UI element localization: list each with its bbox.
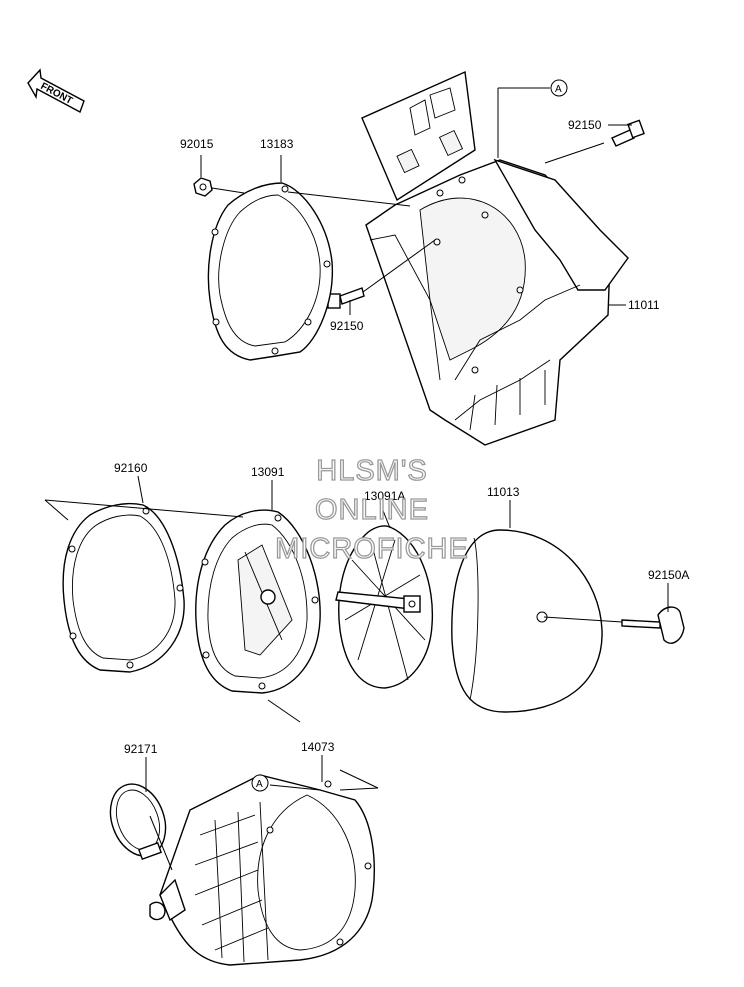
label-11011: 11011 <box>628 298 660 312</box>
label-92150A: 92150A <box>648 568 689 582</box>
bolt-92150-top <box>611 119 645 147</box>
watermark-line-3: MICROFICHE <box>275 533 469 565</box>
wing-bolt-92150A <box>621 606 685 644</box>
label-92171: 92171 <box>124 742 158 756</box>
label-92150-middle: 92150 <box>330 319 364 333</box>
label-92150-top: 92150 <box>568 118 602 132</box>
front-arrow-icon: FRONT <box>27 68 85 113</box>
label-11013: 11013 <box>487 485 520 499</box>
svg-text:A: A <box>256 779 263 790</box>
gasket-92160 <box>62 502 185 673</box>
gasket-13183 <box>207 182 334 361</box>
svg-text:A: A <box>555 84 562 95</box>
callout-a-bottom: A <box>251 774 269 792</box>
air-filter-element-11013 <box>451 529 603 713</box>
watermark-line-1: HLSM'S <box>316 455 427 487</box>
element-frame-13091A <box>335 525 434 689</box>
label-92160: 92160 <box>114 461 148 475</box>
watermark: HLSM'S ONLINE MICROFICHE <box>275 454 469 565</box>
label-13091A: 13091A <box>364 489 405 503</box>
callout-a-top: A <box>550 79 568 97</box>
element-holder-13091 <box>195 509 321 694</box>
leader-lines <box>44 87 669 871</box>
watermark-line-2: ONLINE <box>315 494 429 526</box>
bolt-92150-middle <box>327 287 365 309</box>
label-13091: 13091 <box>251 465 285 479</box>
label-14073: 14073 <box>301 740 335 754</box>
air-cleaner-housing <box>361 70 629 446</box>
band-92171 <box>109 783 167 861</box>
intake-duct-14073 <box>149 774 375 966</box>
label-92015: 92015 <box>180 137 214 151</box>
front-label: FRONT <box>39 81 75 107</box>
nut-92015 <box>193 177 213 197</box>
label-13183: 13183 <box>260 137 294 151</box>
